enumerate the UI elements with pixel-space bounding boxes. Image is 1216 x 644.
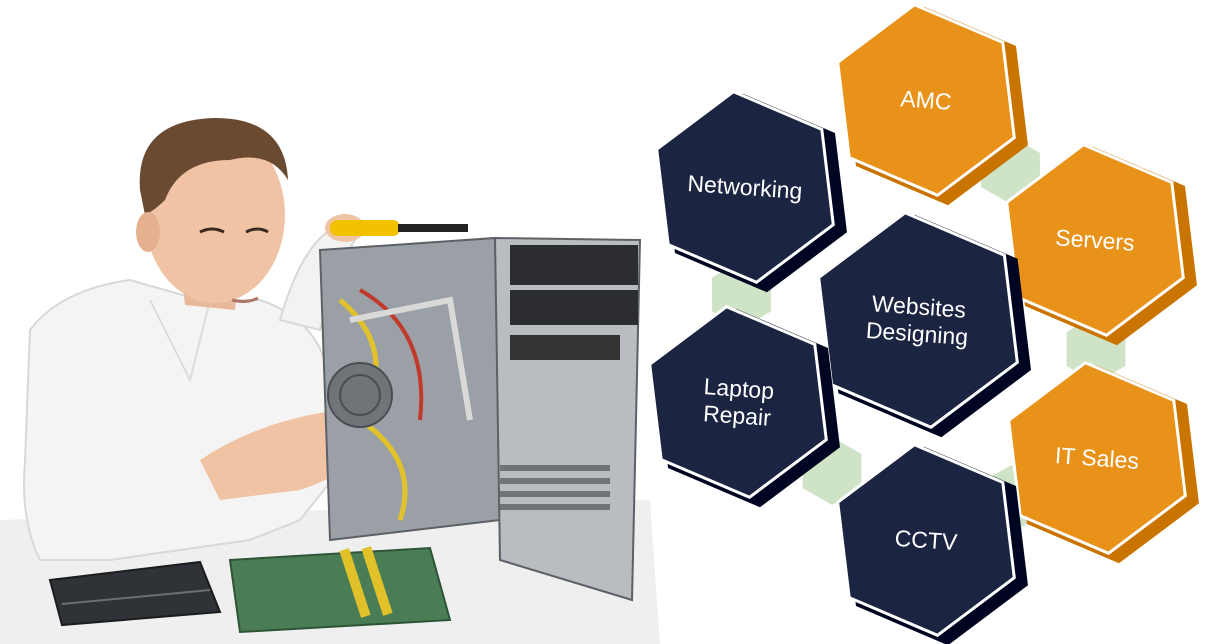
hex-laptop: LaptopRepair [648,304,840,508]
services-hexagon-cluster: AMC NetworkingServersWebsitesDesigningLap… [648,2,1199,644]
hex-websites: WebsitesDesigning [817,211,1032,438]
hex-cctv: CCTV [836,442,1028,644]
hex-itsales-label: IT Sales [1054,442,1140,474]
hex-amc-label: AMC [900,85,953,115]
hex-laptop-face [648,304,828,500]
hex-laptop-label: LaptopRepair [701,373,775,431]
hex-itsales-label-line: IT Sales [1054,442,1140,474]
hex-cctv-face [836,442,1016,638]
hex-itsales: IT Sales [1007,360,1199,564]
hex-servers-face [1005,142,1185,338]
hex-cctv-label-line: CCTV [894,525,959,555]
hair [139,118,288,215]
hex-laptop-label-line: Laptop [703,373,775,404]
hex-laptop-label-line: Repair [702,400,772,431]
pc-tower [318,236,642,602]
hex-amc-label-line: AMC [900,85,953,115]
hard-drive [48,560,222,627]
hex-servers-label-line: Servers [1055,224,1136,255]
motherboard [228,546,452,634]
technician-photo [0,118,660,644]
hex-networking: Networking [655,89,847,293]
hex-websites-label: WebsitesDesigning [865,290,971,350]
hex-amc: AMC [836,2,1028,206]
hex-servers: Servers [1005,142,1197,346]
hex-servers-label: Servers [1055,224,1136,255]
hex-amc-face [836,2,1016,198]
hex-itsales-face [1007,360,1187,556]
hex-networking-face [655,89,835,285]
hex-cctv-label: CCTV [894,525,959,555]
hex-websites-face [817,211,1019,429]
